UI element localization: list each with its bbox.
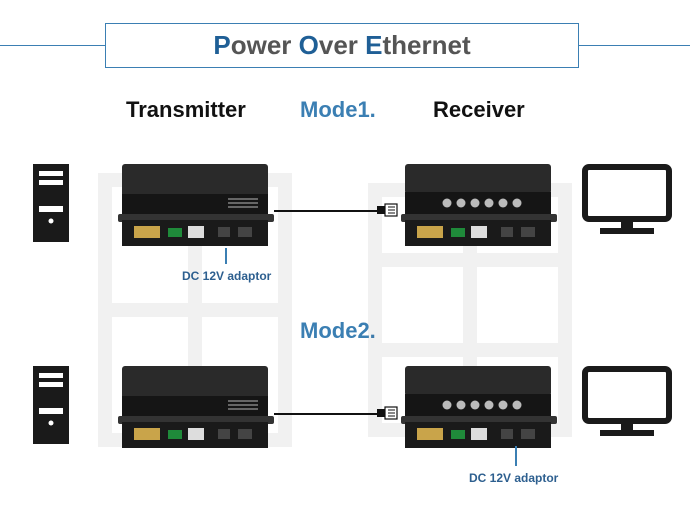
receiver-device-mode1 <box>401 164 557 246</box>
transmitter-heading: Transmitter <box>126 97 246 122</box>
monitor-icon <box>582 366 672 436</box>
pc-tower-icon <box>33 164 69 242</box>
title-word-thernet: thernet <box>382 30 471 60</box>
title-word-ower: ower <box>230 30 299 60</box>
mode2-heading: Mode2. <box>300 318 376 343</box>
receiver-heading: Receiver <box>433 97 525 122</box>
ethernet-cable-mode2 <box>274 413 378 415</box>
adaptor-pointer-rx <box>515 446 517 466</box>
rj45-plug-icon <box>377 203 398 217</box>
title-word-ver: ver <box>318 30 366 60</box>
adaptor-label-tx: DC 12V adaptor <box>182 269 272 283</box>
title-letter-e: E <box>365 30 383 60</box>
title-letter-p: P <box>213 30 231 60</box>
ethernet-cable-mode1 <box>274 210 378 212</box>
mode1-heading: Mode1. <box>300 97 376 122</box>
receiver-device-mode2 <box>401 366 557 448</box>
pc-tower-icon <box>33 366 69 444</box>
title-line-right <box>579 45 690 46</box>
transmitter-device-mode1 <box>118 164 274 246</box>
adaptor-label-rx: DC 12V adaptor <box>469 471 559 485</box>
title-letter-o: O <box>298 30 319 60</box>
page-title: Power Over Ethernet <box>105 23 579 68</box>
transmitter-device-mode2 <box>118 366 274 448</box>
title-line-left <box>0 45 105 46</box>
adaptor-pointer-tx <box>225 248 227 264</box>
monitor-icon <box>582 164 672 234</box>
rj45-plug-icon <box>377 406 398 420</box>
title-text: Power Over Ethernet <box>213 30 470 61</box>
